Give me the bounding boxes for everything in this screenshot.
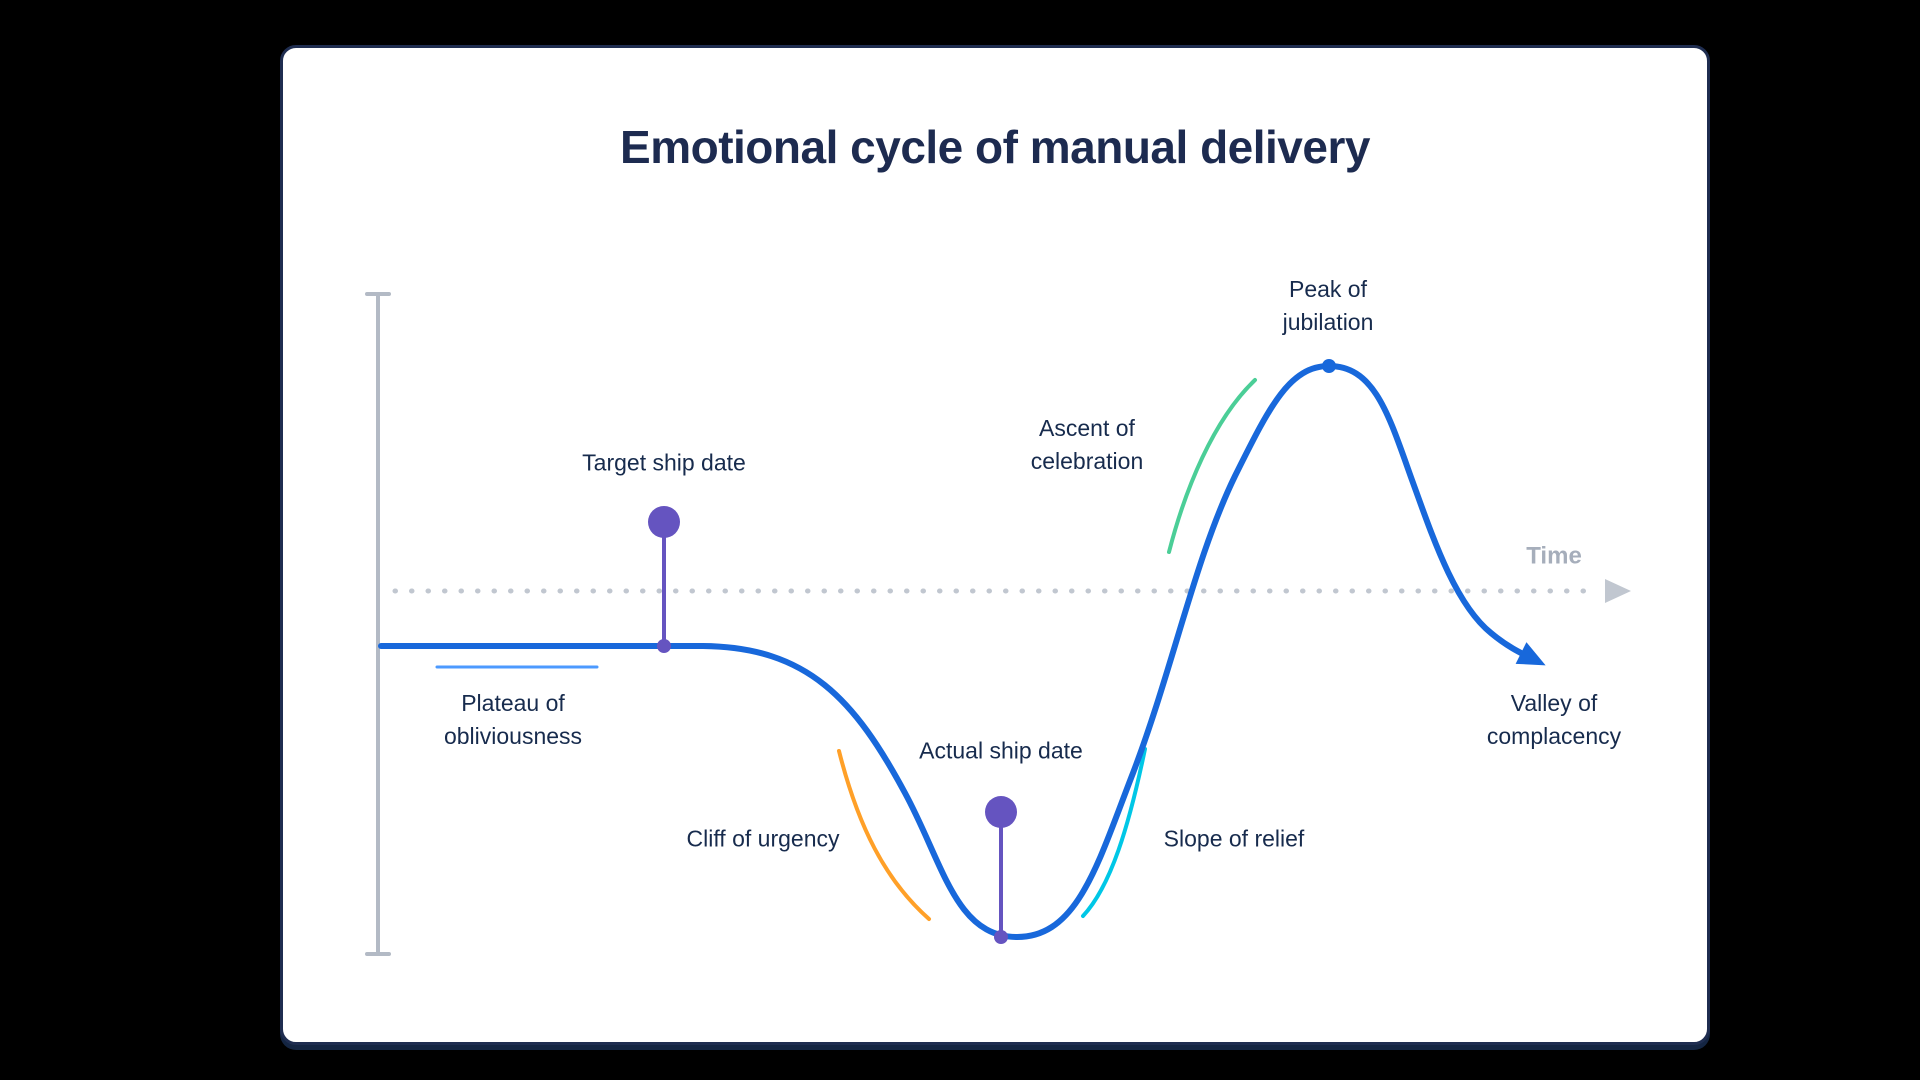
valley-label-line2: complacency [1486,723,1622,749]
peak-label-line2: jubilation [1282,309,1374,335]
peak-label: Peak of jubilation [1283,273,1374,339]
slope-of-relief-stroke [1081,747,1147,918]
peak-label-line1: Peak of [1288,276,1367,302]
plateau-label-line1: Plateau of [461,690,565,716]
valley-label-line1: Valley of [1510,690,1598,716]
time-axis-label: Time [1526,542,1582,570]
target-pin-base-dot [657,639,671,653]
target-ship-date-pin [648,506,680,653]
valley-label: Valley of complacency [1487,687,1621,753]
emotion-curve [378,362,1546,941]
peak-dot [1322,359,1336,373]
actual-ship-date-pin [985,796,1017,944]
ascent-of-celebration-stroke [1167,378,1257,554]
target-ship-date-label: Target ship date [582,449,746,476]
actual-ship-date-label: Actual ship date [919,737,1083,764]
actual-pin-head [985,796,1017,828]
plateau-label: Plateau of obliviousness [444,687,582,753]
ascent-label-line2: celebration [1030,448,1144,474]
ascent-label-line1: Ascent of [1039,415,1135,441]
ascent-label: Ascent of celebration [1031,412,1144,478]
emotion-cycle-diagram [365,292,1631,956]
cliff-of-urgency-stroke [837,749,931,921]
target-pin-head [648,506,680,538]
actual-pin-base-dot [994,930,1008,944]
time-axis-arrow-icon [1605,579,1631,603]
page-title: Emotional cycle of manual delivery [620,121,1370,173]
y-axis [365,292,391,956]
plateau-label-line2: obliviousness [443,723,583,749]
slope-of-relief-label: Slope of relief [1163,825,1305,852]
chart-card: Emotional cycle of manual delivery [280,45,1710,1045]
cliff-of-urgency-label: Cliff of urgency [686,825,840,852]
